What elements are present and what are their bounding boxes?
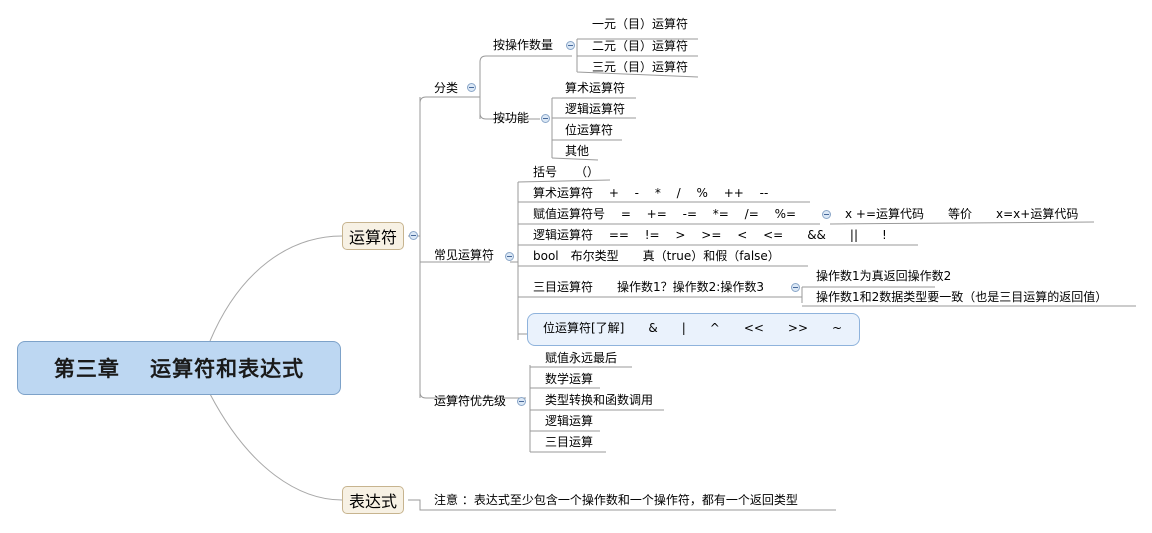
common-parens[interactable]: 括号 （） — [533, 165, 600, 179]
list-item[interactable]: 二元（目）运算符 — [592, 39, 689, 53]
common-arith[interactable]: 算术运算符 + - * / % ++ -- — [533, 186, 769, 200]
collapse-icon[interactable] — [791, 283, 800, 292]
common-assign[interactable]: 赋值运算符号 = += -= *= /= %= — [533, 207, 797, 221]
collapse-icon[interactable] — [566, 41, 575, 50]
link-root-operators — [209, 235, 343, 342]
link-operators-spine — [408, 97, 421, 398]
list-item[interactable]: 其他 — [565, 144, 590, 158]
list-item[interactable]: 逻辑运算 — [545, 414, 594, 428]
topic-operators[interactable]: 运算符 — [342, 222, 405, 250]
common-logic[interactable]: 逻辑运算符 == != > >= < <= && || ! — [533, 228, 887, 242]
topic-common-operators[interactable]: 常见运算符 — [434, 248, 495, 262]
topic-by-function[interactable]: 按功能 — [493, 111, 530, 125]
collapse-icon[interactable] — [409, 231, 418, 240]
common-bool[interactable]: bool 布尔类型 真（true）和假（false） — [533, 249, 780, 263]
collapse-icon[interactable] — [517, 397, 526, 406]
list-item[interactable]: 赋值永远最后 — [545, 351, 618, 365]
assign-note[interactable]: x +=运算代码 等价 x=x+运算代码 — [845, 207, 1079, 221]
list-item[interactable]: 位运算符 — [565, 123, 614, 137]
list-item[interactable]: 一元（目）运算符 — [592, 17, 689, 31]
collapse-icon[interactable] — [467, 83, 476, 92]
topic-by-count[interactable]: 按操作数量 — [493, 38, 554, 52]
topic-precedence[interactable]: 运算符优先级 — [434, 394, 507, 408]
expression-note[interactable]: 注意 ：表达式至少包含一个操作数和一个操作符，都有一个返回类型 — [434, 493, 798, 507]
list-item[interactable]: 逻辑运算符 — [565, 102, 626, 116]
collapse-icon[interactable] — [822, 210, 831, 219]
list-item[interactable]: 数学运算 — [545, 372, 594, 386]
list-item[interactable]: 三目运算 — [545, 435, 594, 449]
list-item[interactable]: 类型转换和函数调用 — [545, 393, 654, 407]
collapse-icon[interactable] — [505, 252, 514, 261]
link-root-expression — [209, 393, 343, 501]
topic-classify[interactable]: 分类 — [434, 81, 459, 95]
ternary-note[interactable]: 操作数1为真返回操作数2 — [816, 269, 952, 283]
list-item[interactable]: 算术运算符 — [565, 81, 626, 95]
topic-expression[interactable]: 表达式 — [342, 486, 405, 514]
ternary-note[interactable]: 操作数1和2数据类型要一致（也是三目运算的返回值） — [816, 290, 1108, 304]
list-item[interactable]: 三元（目）运算符 — [592, 60, 689, 74]
common-bitwise[interactable]: 位运算符[了解] & | ^ << >> ~ — [543, 321, 843, 335]
collapse-icon[interactable] — [541, 114, 550, 123]
common-ternary[interactable]: 三目运算符 操作数1？操作数2:操作数3 — [533, 280, 764, 294]
bitwise-highlight-box[interactable] — [527, 313, 860, 346]
root-topic[interactable]: 第三章 运算符和表达式 — [17, 341, 341, 395]
